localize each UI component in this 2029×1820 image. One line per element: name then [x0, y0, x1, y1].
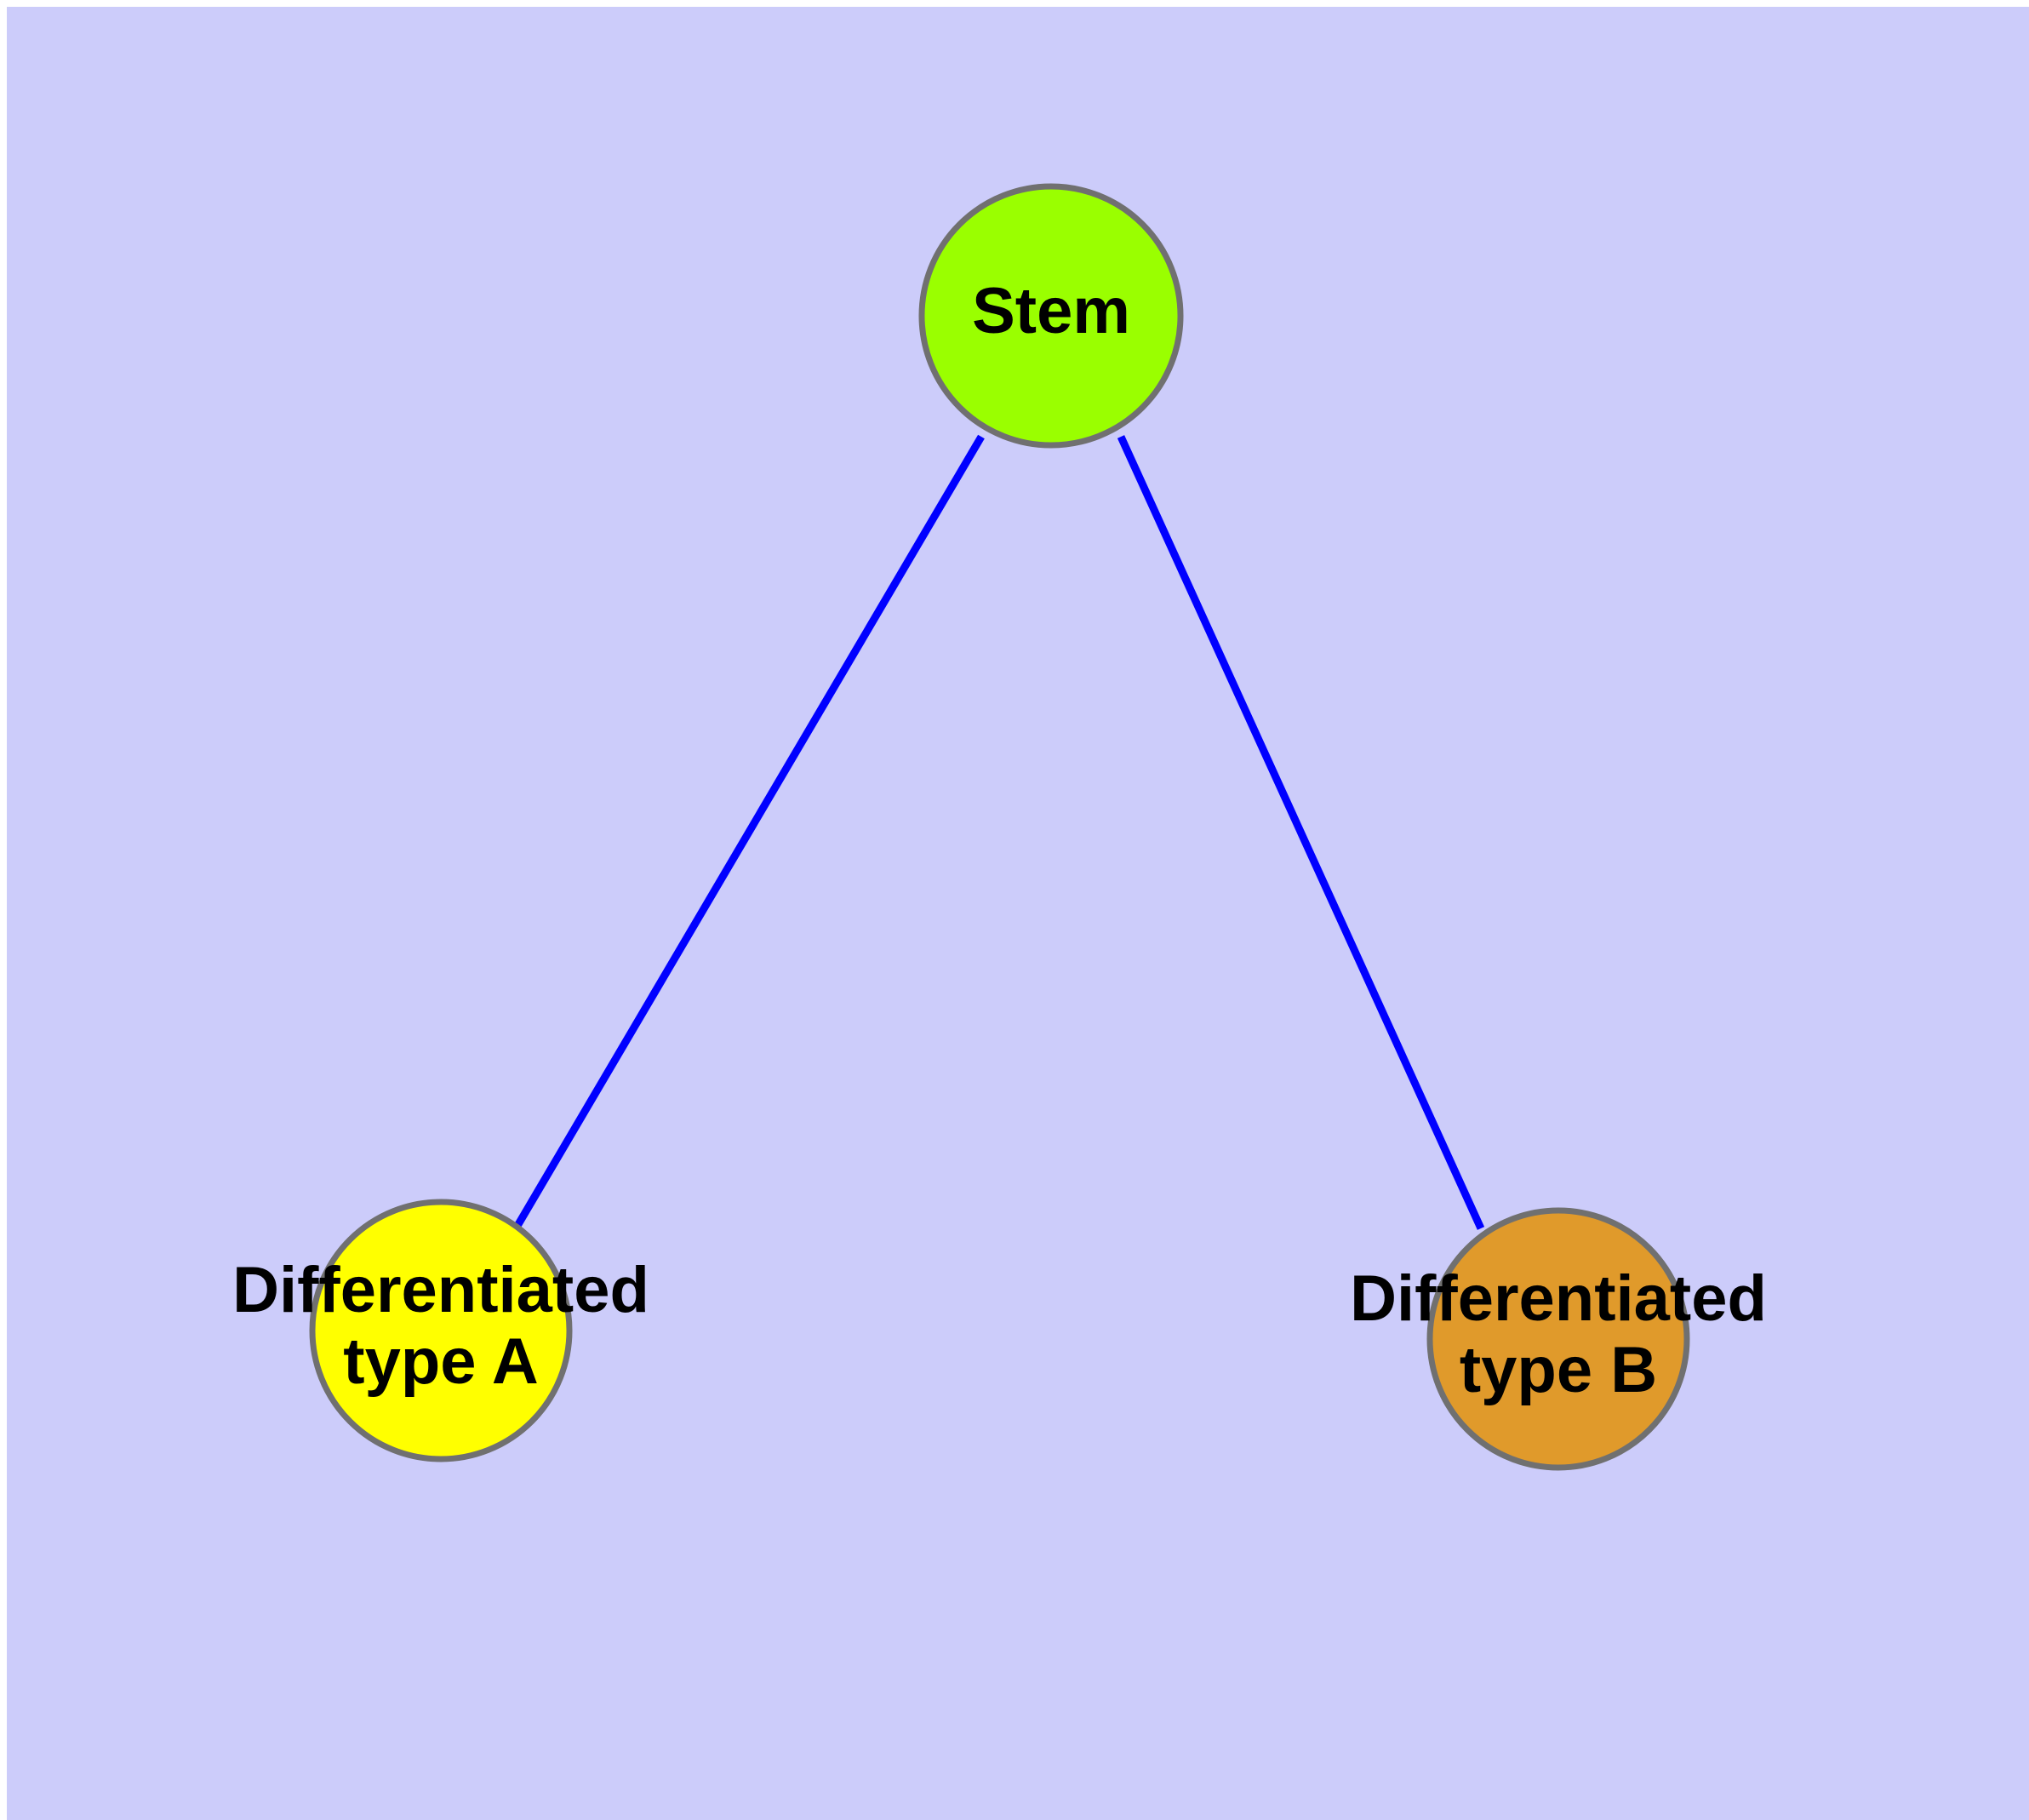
node-label-line: type B [1460, 1334, 1657, 1406]
edge-stem-to-differentiated-a[interactable] [514, 434, 985, 1228]
node-label-stem: Stem [972, 275, 1130, 347]
edges-layer [514, 434, 1485, 1230]
edge-stem-to-differentiated-b[interactable] [1117, 435, 1485, 1230]
node-label-line: Differentiated [1350, 1262, 1767, 1335]
node-label-line: type A [343, 1325, 538, 1398]
node-differentiated-type-b[interactable] [1426, 1207, 1690, 1471]
node-differentiated-type-a[interactable] [309, 1199, 573, 1462]
node-label-line: Stem [972, 275, 1130, 347]
nodes-layer [309, 183, 1690, 1471]
node-stem[interactable] [918, 183, 1184, 449]
node-label-line: Differentiated [232, 1254, 649, 1326]
